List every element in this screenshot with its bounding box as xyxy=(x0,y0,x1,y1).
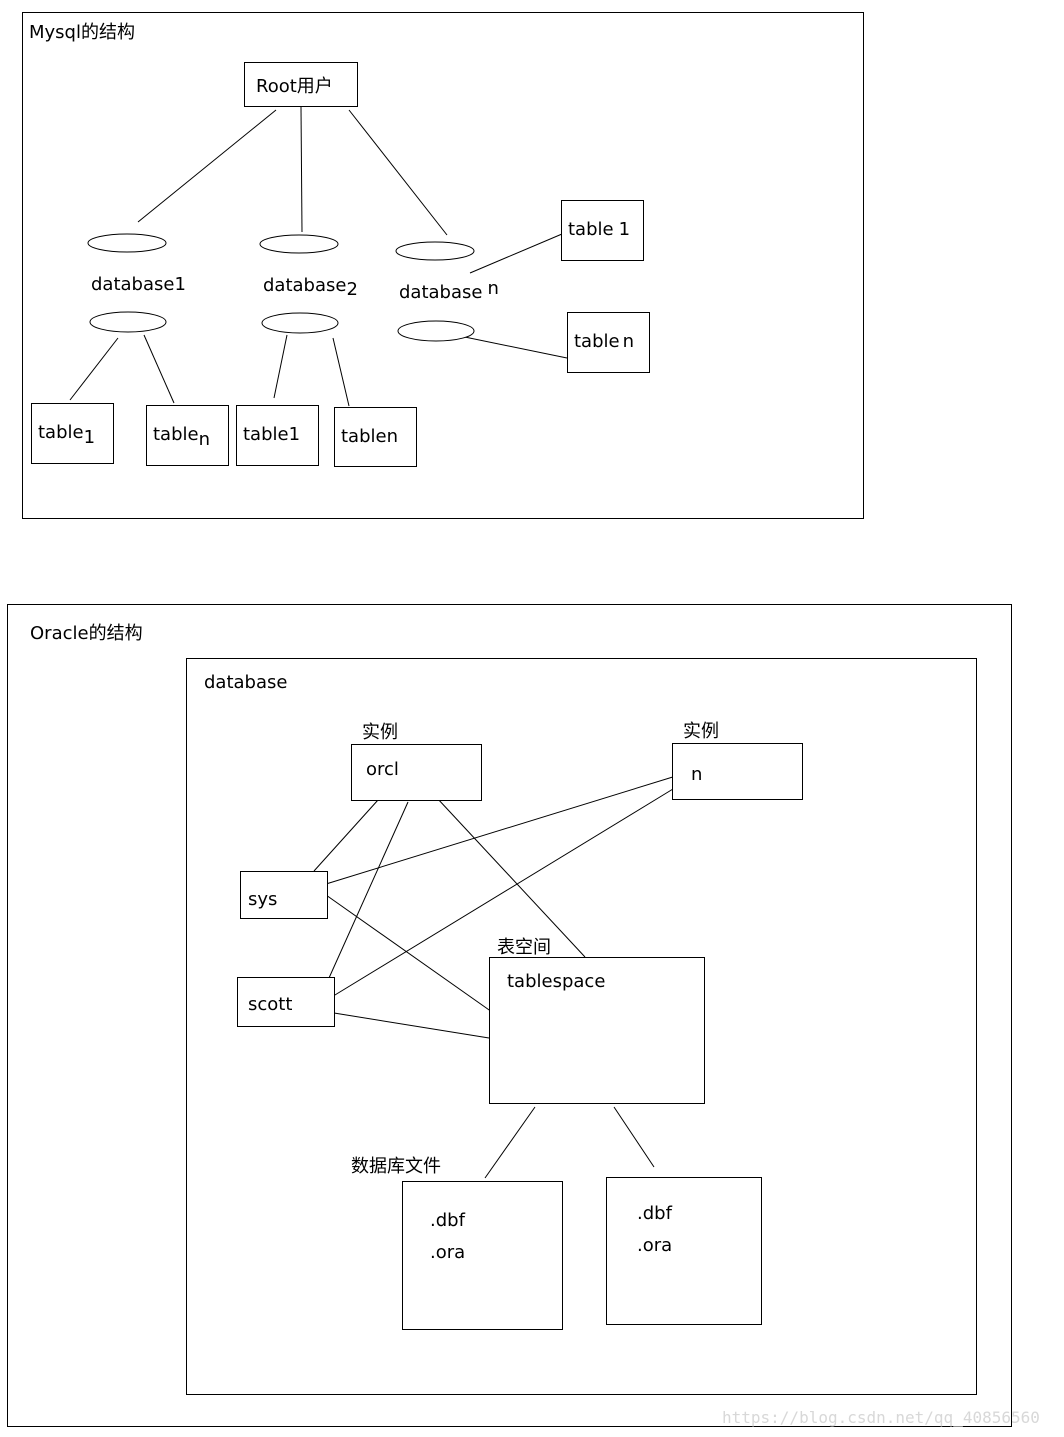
edge-orcl-scott xyxy=(328,801,409,979)
edge-n-sys xyxy=(325,775,677,885)
root-user-label: Root用户 xyxy=(256,76,333,97)
datafile-1-node: .dbf .ora xyxy=(402,1181,563,1330)
db2-tablen-node: tablen xyxy=(334,407,417,467)
tablespace-label: tablespace xyxy=(507,971,605,992)
databasen-bottom-ellipse xyxy=(397,320,475,342)
db2-table1-label: table1 xyxy=(243,424,300,445)
root-user-node: Root用户 xyxy=(244,62,358,107)
edge-db1-table1 xyxy=(69,337,119,401)
datafile-1-box xyxy=(402,1181,563,1330)
db2-tablen-box xyxy=(334,407,417,467)
mysql-connectors xyxy=(69,106,568,407)
user-scott-label: scott xyxy=(248,994,292,1015)
databasen-top-ellipse xyxy=(395,241,475,261)
edge-dbn-tablen xyxy=(454,334,568,359)
database1-node: database1 xyxy=(87,233,186,333)
datafile-2-box xyxy=(606,1177,762,1325)
user-scott-box xyxy=(237,977,335,1027)
user-sys-node: sys xyxy=(240,871,328,919)
db2-tablen-label: tablen xyxy=(341,426,398,447)
datafile-2-ora: .ora xyxy=(637,1235,672,1256)
edge-tablespace-file1 xyxy=(484,1106,536,1179)
db1-tablen-label: tablen xyxy=(153,424,210,450)
watermark-text: https://blog.csdn.net/qq_40856560 xyxy=(722,1408,1040,1427)
instance-n-caption: 实例 xyxy=(683,721,719,742)
oracle-section: Oracle的结构 database 实例 orcl 实例 n xyxy=(7,604,1012,1427)
oracle-connectors xyxy=(313,775,677,1179)
db2-table1-node: table1 xyxy=(236,405,319,466)
instance-orcl-box xyxy=(351,744,482,801)
mysql-section: Mysql的结构 Root用户 database1 databa xyxy=(22,12,864,519)
edge-n-scott xyxy=(329,788,674,999)
database2-label: database2 xyxy=(263,275,358,300)
edge-root-db2 xyxy=(300,106,303,233)
user-sys-box xyxy=(240,871,328,919)
edge-orcl-tablespace xyxy=(436,797,586,958)
instance-orcl-node: 实例 orcl xyxy=(351,722,482,801)
edge-sys-tablespace xyxy=(325,894,493,1013)
database2-bottom-ellipse xyxy=(261,312,339,334)
instance-n-label: n xyxy=(691,764,702,785)
db1-tablen-box xyxy=(146,405,229,466)
datafiles-caption: 数据库文件 xyxy=(351,1156,441,1177)
oracle-database-label: database xyxy=(204,672,287,693)
edge-db2-tablen xyxy=(332,337,350,407)
edge-root-db1 xyxy=(137,109,277,223)
database1-top-ellipse xyxy=(87,233,167,253)
db1-tablen-node: tablen xyxy=(146,405,229,466)
mysql-title: Mysql的结构 xyxy=(29,22,135,43)
database1-label: database1 xyxy=(91,274,186,295)
edge-root-dbn xyxy=(348,109,448,236)
instance-orcl-caption: 实例 xyxy=(362,722,398,743)
db1-table1-node: table1 xyxy=(31,403,114,464)
edge-db1-tablen xyxy=(143,334,175,404)
db2-table1-box xyxy=(236,405,319,466)
datafile-1-ora: .ora xyxy=(430,1242,465,1263)
db1-table1-label: table1 xyxy=(38,422,95,448)
edge-db2-table1 xyxy=(273,334,288,399)
oracle-database-frame xyxy=(186,658,977,1395)
db1-table1-box xyxy=(31,403,114,464)
database1-bottom-ellipse xyxy=(89,311,167,333)
datafile-1-dbf: .dbf xyxy=(430,1210,466,1231)
user-scott-node: scott xyxy=(237,977,335,1027)
datafile-2-node: .dbf .ora xyxy=(606,1177,762,1325)
dbn-table1-box xyxy=(561,200,644,261)
instance-n-box xyxy=(672,743,803,800)
user-sys-label: sys xyxy=(248,889,277,910)
tablespace-box xyxy=(489,957,705,1104)
tablespace-caption: 表空间 xyxy=(497,937,551,958)
oracle-title: Oracle的结构 xyxy=(30,623,143,644)
instance-n-node: 实例 n xyxy=(672,721,803,800)
instance-orcl-label: orcl xyxy=(366,759,399,780)
database2-top-ellipse xyxy=(259,234,339,254)
edge-scott-tablespace xyxy=(333,1012,490,1039)
edge-dbn-table1 xyxy=(469,233,563,274)
mysql-frame xyxy=(22,12,864,519)
tablespace-node: 表空间 tablespace xyxy=(489,937,705,1104)
edge-tablespace-file2 xyxy=(613,1106,655,1168)
dbn-tablen-box xyxy=(567,312,650,373)
root-user-box xyxy=(244,62,358,107)
datafile-2-dbf: .dbf xyxy=(637,1203,673,1224)
oracle-frame xyxy=(7,604,1012,1427)
database2-node: database2 xyxy=(259,234,358,334)
edge-orcl-sys xyxy=(313,799,379,872)
